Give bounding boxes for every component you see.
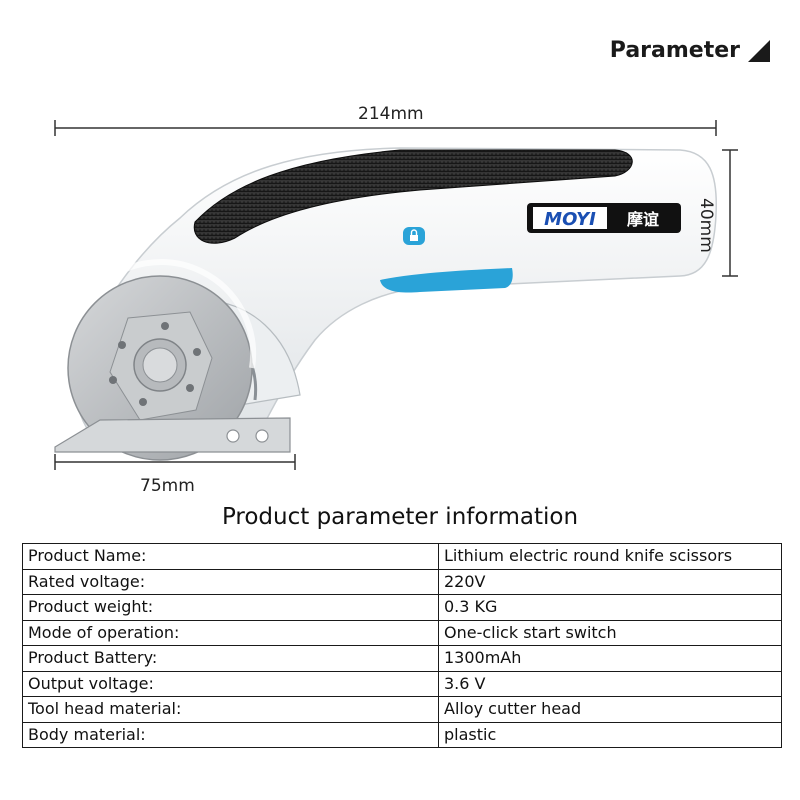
param-key: Product weight:	[22, 594, 439, 621]
parameter-header: Parameter	[610, 38, 770, 63]
header-title: Parameter	[609, 38, 740, 63]
table-row: Rated voltage:220V	[22, 568, 782, 595]
product-illustration: MOYI 摩谊	[54, 120, 738, 470]
table-row: Product Battery:1300mAh	[22, 645, 782, 672]
param-value: 3.6 V	[438, 670, 782, 697]
width-dimension-label: 214mm	[358, 104, 424, 124]
width-dimension-line	[54, 120, 717, 136]
param-value: 0.3 KG	[438, 594, 782, 621]
parameter-table: Product Name:Lithium electric round knif…	[22, 543, 782, 748]
table-row: Body material:plastic	[22, 721, 782, 748]
param-key: Tool head material:	[22, 696, 439, 723]
table-row: Output voltage:3.6 V	[22, 670, 782, 697]
param-key: Product Name:	[22, 543, 439, 570]
blade-dimension-label: 75mm	[140, 476, 195, 496]
table-row: Tool head material:Alloy cutter head	[22, 696, 782, 723]
brand-cjk: 摩谊	[627, 210, 659, 229]
section-title: Product parameter information	[221, 504, 579, 530]
lock-icon	[410, 229, 418, 241]
param-value: 220V	[438, 568, 782, 595]
height-dimension-label: 40mm	[696, 198, 716, 253]
param-key: Body material:	[22, 721, 439, 748]
param-key: Mode of operation:	[22, 619, 439, 646]
handle-grip	[193, 149, 633, 244]
brand-latin: MOYI	[544, 209, 596, 230]
param-value: One-click start switch	[438, 619, 782, 646]
param-value: Lithium electric round knife scissors	[438, 543, 782, 570]
corner-triangle-icon	[748, 39, 770, 62]
param-key: Output voltage:	[22, 670, 439, 697]
param-key: Product Battery:	[22, 645, 439, 672]
param-key: Rated voltage:	[22, 568, 439, 595]
param-value: 1300mAh	[438, 645, 782, 672]
trigger-strip	[380, 268, 513, 293]
blade-dimension-line	[54, 454, 296, 470]
parameter-table-body: Product Name:Lithium electric round knif…	[22, 543, 782, 748]
lower-blade	[54, 417, 291, 453]
table-row: Product weight:0.3 KG	[22, 594, 782, 621]
param-value: Alloy cutter head	[438, 696, 782, 723]
height-dimension-line	[722, 149, 738, 277]
table-row: Product Name:Lithium electric round knif…	[22, 543, 782, 570]
table-row: Mode of operation:One-click start switch	[22, 619, 782, 646]
param-value: plastic	[438, 721, 782, 748]
